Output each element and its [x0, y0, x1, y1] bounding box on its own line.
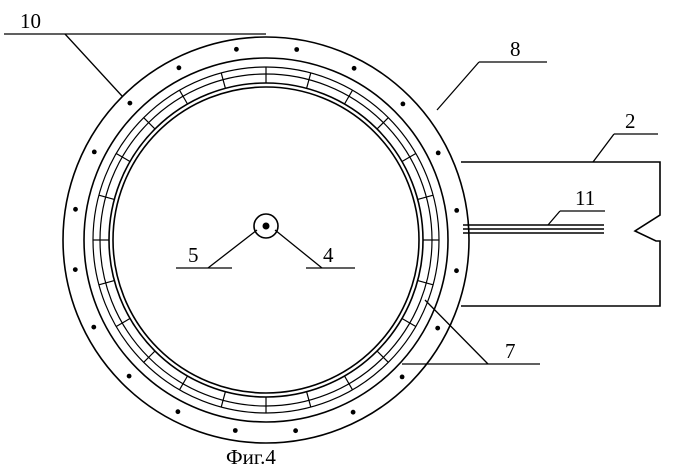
bolt-hole	[454, 208, 459, 213]
figure-caption: Фиг.4	[226, 445, 276, 469]
coil-segment-divider	[377, 351, 388, 362]
coil-segments	[93, 67, 439, 413]
label-11: 11	[575, 186, 595, 210]
coil-segment-divider	[144, 351, 155, 362]
label-4: 4	[323, 243, 334, 267]
inner-bore-line-outer	[109, 83, 423, 397]
bolt-hole	[351, 410, 356, 415]
label-7: 7	[505, 339, 516, 363]
bolt-hole	[233, 428, 238, 433]
bolt-hole	[401, 102, 406, 107]
bolt-hole	[435, 326, 440, 331]
bolt-hole	[127, 101, 132, 106]
bolt-hole	[176, 409, 181, 414]
coil-segment-divider	[144, 118, 155, 129]
bolt-hole	[293, 428, 298, 433]
bolt-hole	[73, 267, 78, 272]
bolt-hole	[92, 150, 97, 155]
label-5: 5	[188, 243, 199, 267]
bolt-holes	[73, 47, 459, 433]
side-housing	[461, 162, 660, 306]
bolt-hole	[294, 47, 299, 52]
outer-flange-ring	[63, 37, 469, 443]
center-axis-dot	[263, 223, 270, 230]
inner-bore-line	[113, 87, 419, 393]
leader-8-to-ring	[437, 62, 479, 110]
bolt-hole	[234, 47, 239, 52]
bolt-hole	[400, 375, 405, 380]
leader-5-to-axis	[208, 230, 257, 268]
leader-2-to-housing	[593, 134, 614, 162]
bolt-hole	[91, 325, 96, 330]
inner-flange-ring	[84, 58, 448, 422]
coil-segment-divider	[377, 118, 388, 129]
bolt-hole	[436, 151, 441, 156]
label-8: 8	[510, 37, 521, 61]
bolt-hole	[454, 268, 459, 273]
bolt-hole	[73, 207, 78, 212]
leader-4-to-axis	[275, 230, 322, 268]
bolt-hole	[177, 65, 182, 70]
leader-11-to-rod	[548, 211, 560, 225]
label-2: 2	[625, 109, 636, 133]
bolt-hole	[352, 66, 357, 71]
label-10: 10	[20, 9, 41, 33]
bolt-hole	[127, 374, 132, 379]
leader-10-to-flange	[65, 34, 122, 96]
